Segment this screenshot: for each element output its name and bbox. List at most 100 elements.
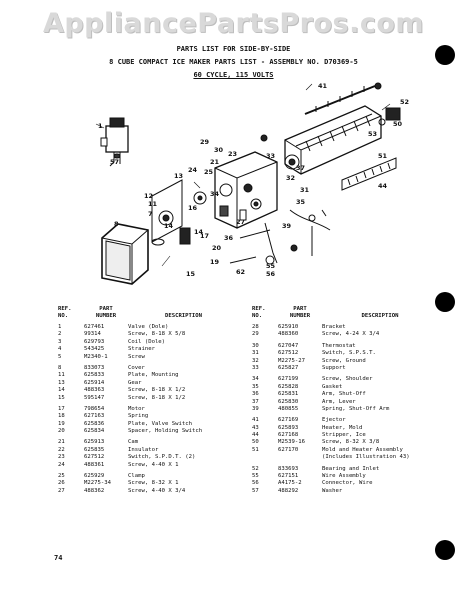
ejector-illustration (304, 82, 382, 115)
ice-mold-illustration (284, 105, 382, 175)
description-cell: Screw, 8-18 X 5/8 (128, 331, 186, 338)
part-number-cell: 625828 (278, 383, 299, 390)
part-number-cell: 99314 (84, 331, 101, 338)
description-cell: Thermostat (322, 342, 356, 349)
diagram-callouts: 41 52 1 33 50 53 51 29 30 32 31 21 24 25… (98, 82, 409, 278)
table-row: (Includes Illustration 43) (252, 454, 452, 461)
ref-cell: 2 (58, 331, 62, 338)
ref-cell: 27 (58, 487, 65, 494)
description-cell: Strainer (128, 346, 155, 353)
part-number-cell: 833073 (84, 364, 105, 371)
callout: 21 (210, 158, 220, 166)
part-number-cell: 625830 (278, 398, 299, 405)
description-cell: Screw, Shoulder (322, 376, 373, 383)
callout: 17 (200, 232, 209, 240)
ref-cell (252, 454, 278, 461)
ref-cell: 32 (252, 357, 259, 364)
description-cell: Spacer, Holding Switch (128, 428, 203, 435)
ref-cell: 3 (58, 338, 62, 345)
callout: 37 (296, 164, 305, 172)
part-number-cell: 625834 (84, 428, 105, 435)
callout: 33 (266, 152, 275, 160)
part-number-cell: 627151 (278, 473, 299, 480)
description-cell: Wire Assembly (322, 473, 366, 480)
description-cell: Screw, 4-24 X 3/4 (322, 331, 380, 338)
exploded-diagram: 41 52 1 33 50 53 51 29 30 32 31 21 24 25… (95, 82, 409, 285)
ref-cell: 11 (58, 372, 65, 379)
callout: 32 (286, 174, 295, 182)
part-number-cell: 627170 (278, 446, 299, 453)
table-row: 20 625834 Spacer, Holding Switch (58, 428, 253, 435)
ref-header: NO. (252, 313, 263, 319)
callout: 11 (148, 200, 158, 208)
ref-cell: 52 (252, 465, 259, 472)
part-number-cell: 625827 (278, 364, 299, 371)
part-number-cell: 480855 (278, 405, 299, 412)
description-cell: Screw, 4-40 X 1 (128, 461, 179, 468)
callout: 50 (393, 120, 403, 128)
punch-hole-top (435, 45, 455, 65)
description-cell: Gasket (322, 383, 343, 390)
part-number-cell (278, 454, 322, 461)
description-cell: Gear (128, 379, 142, 386)
callout: 12 (144, 192, 153, 200)
ref-cell: 20 (58, 428, 65, 435)
ref-cell: 24 (58, 461, 65, 468)
ref-cell: 33 (252, 364, 259, 371)
ref-cell: 30 (252, 342, 259, 349)
callout: 13 (174, 172, 183, 180)
callout: 44 (378, 182, 388, 190)
description-cell: (Includes Illustration 43) (322, 454, 410, 461)
ref-cell: 25 (58, 473, 65, 480)
punch-hole-bottom (435, 540, 455, 560)
part-number-cell: M2340-1 (84, 353, 108, 360)
ref-cell: 34 (252, 376, 259, 383)
ref-cell: 26 (58, 480, 65, 487)
description-cell: Plate, Valve Switch (128, 420, 192, 427)
housing-illustration (214, 151, 278, 229)
callout: 56 (266, 270, 276, 278)
table-row: 55 627151 Wire Assembly (252, 473, 452, 480)
description-cell: Screw, 4-40 X 3/4 (128, 487, 186, 494)
ref-cell: 41 (252, 417, 259, 424)
ref-cell: 15 (58, 394, 65, 401)
description-cell: Clamp (128, 473, 145, 480)
ref-cell: 1 (58, 324, 62, 330)
cover-illustration (101, 223, 149, 285)
part-number-cell: 625929 (84, 473, 105, 480)
ref-header: NO. (58, 313, 69, 319)
ref-cell: 55 (252, 473, 259, 480)
part-header: PART (293, 306, 307, 312)
ref-cell: 8 (58, 364, 62, 371)
callout: 29 (200, 138, 210, 146)
part-number-cell: 488292 (278, 487, 299, 494)
ref-cell: 5 (58, 353, 62, 360)
ref-cell: 39 (252, 405, 259, 412)
callout: 30 (214, 146, 224, 154)
part-header: NUMBER (289, 313, 311, 319)
part-header: PART (99, 306, 113, 312)
table-header: REF. PART NO. NUMBER DESCRIPTION (58, 306, 253, 320)
ref-cell: 14 (58, 387, 65, 394)
ref-cell: 36 (252, 391, 259, 398)
part-number-cell: 595147 (84, 394, 105, 401)
ref-cell: 19 (58, 420, 65, 427)
part-number-cell: 625914 (84, 379, 105, 386)
header-voltage: 60 CYCLE, 115 VOLTS (193, 71, 274, 79)
description-cell: Cam (128, 439, 139, 446)
description-cell: Plate, Mounting (128, 372, 179, 379)
part-header: NUMBER (95, 313, 117, 319)
